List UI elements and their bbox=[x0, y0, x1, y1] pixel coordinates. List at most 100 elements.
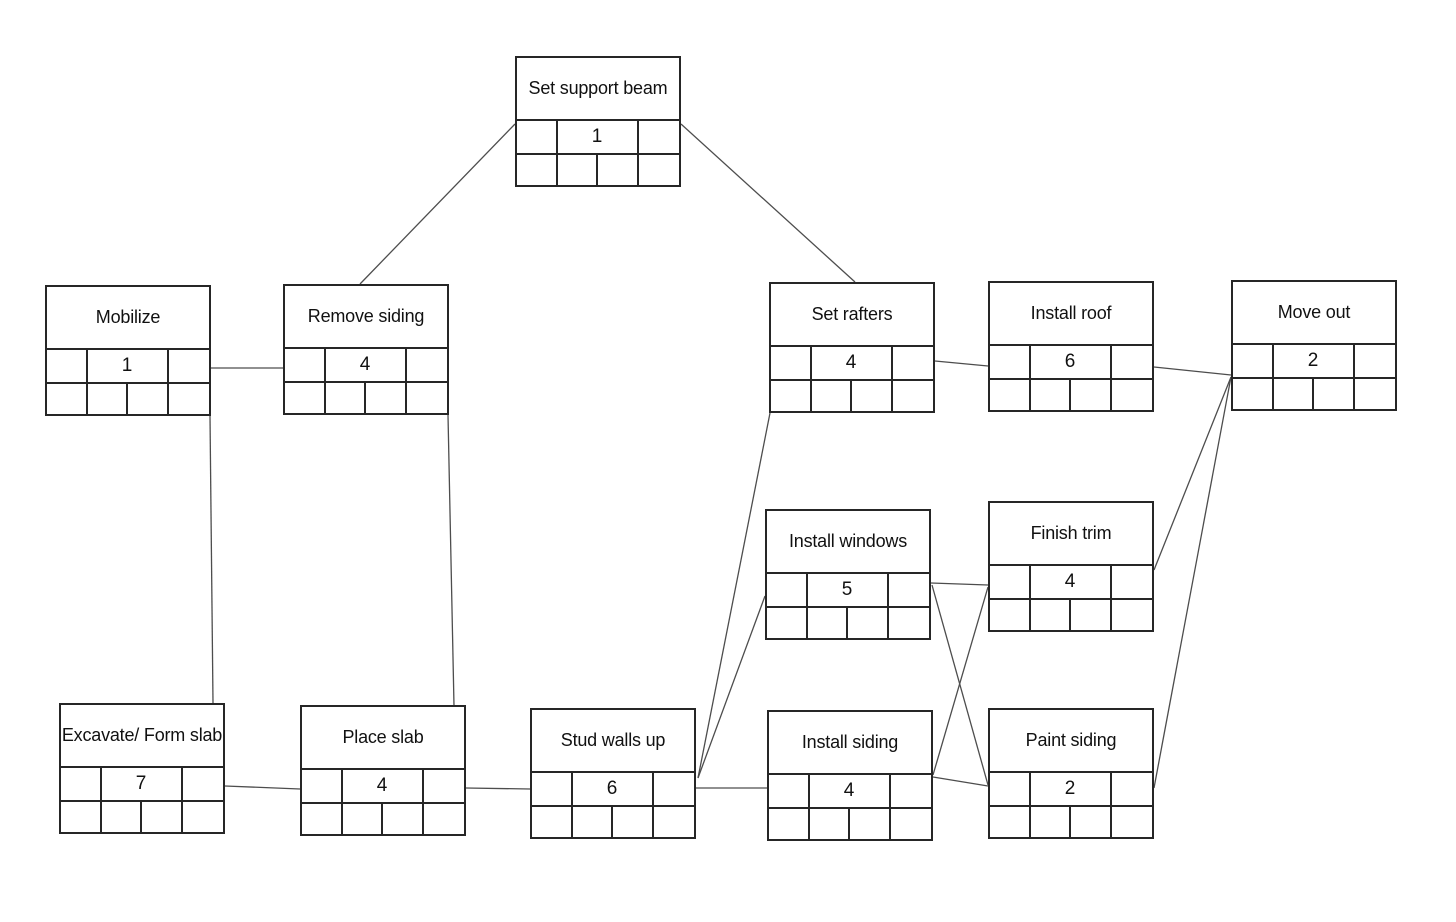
node-cell bbox=[407, 383, 448, 413]
node-paint-siding: Paint siding 2 bbox=[988, 708, 1154, 839]
node-cell bbox=[893, 381, 934, 411]
node-duration: 1 bbox=[88, 350, 169, 382]
node-stud-walls-up: Stud walls up 6 bbox=[530, 708, 696, 839]
edge-stud-walls-up-set-rafters bbox=[697, 412, 771, 779]
node-cell bbox=[889, 608, 930, 638]
node-middle-row: 4 bbox=[990, 564, 1152, 598]
node-duration: 6 bbox=[1031, 346, 1112, 378]
node-bottom-row bbox=[285, 381, 447, 413]
node-cell bbox=[810, 809, 850, 839]
node-cell bbox=[61, 768, 102, 800]
edge-place-slab-stud-walls-up bbox=[465, 787, 531, 790]
node-cell bbox=[1071, 807, 1112, 837]
node-cell bbox=[990, 600, 1031, 630]
node-install-windows: Install windows 5 bbox=[765, 509, 931, 640]
node-excavate-form-slab: Excavate/ Form slab 7 bbox=[59, 703, 225, 834]
node-cell bbox=[142, 802, 183, 832]
node-cell bbox=[891, 775, 932, 807]
node-bottom-row bbox=[61, 800, 223, 832]
node-move-out: Move out 2 bbox=[1231, 280, 1397, 411]
node-duration: 5 bbox=[808, 574, 889, 606]
node-cell bbox=[1031, 807, 1071, 837]
node-middle-row: 7 bbox=[61, 766, 223, 800]
node-middle-row: 1 bbox=[47, 348, 209, 382]
node-bottom-row bbox=[1233, 377, 1395, 409]
node-bottom-row bbox=[767, 606, 929, 638]
node-cell bbox=[1071, 380, 1112, 410]
edge-finish-trim-move-out bbox=[1153, 376, 1232, 571]
node-label: Install siding bbox=[801, 732, 899, 752]
node-cell bbox=[169, 384, 210, 414]
node-cell bbox=[891, 809, 932, 839]
node-mobilize: Mobilize 1 bbox=[45, 285, 211, 416]
node-cell bbox=[47, 384, 88, 414]
node-cell bbox=[302, 770, 343, 802]
node-cell bbox=[285, 383, 326, 413]
node-label: Place slab bbox=[342, 727, 424, 747]
node-middle-row: 5 bbox=[767, 572, 929, 606]
node-cell bbox=[1112, 773, 1153, 805]
node-cell bbox=[1112, 380, 1153, 410]
edge-set-rafters-install-roof bbox=[934, 360, 989, 367]
node-cell bbox=[61, 802, 102, 832]
node-duration: 2 bbox=[1031, 773, 1112, 805]
node-set-support-beam: Set support beam 1 bbox=[515, 56, 681, 187]
node-cell bbox=[889, 574, 930, 606]
node-cell bbox=[517, 155, 558, 185]
node-label: Install windows bbox=[788, 531, 908, 551]
edge-set-support-beam-set-rafters bbox=[680, 123, 856, 283]
node-label: Stud walls up bbox=[560, 730, 666, 750]
node-duration: 6 bbox=[573, 773, 654, 805]
node-cell bbox=[850, 809, 891, 839]
node-cell bbox=[1112, 346, 1153, 378]
node-cell bbox=[383, 804, 424, 834]
node-middle-row: 4 bbox=[771, 345, 933, 379]
node-cell bbox=[654, 807, 695, 837]
node-bottom-row bbox=[517, 153, 679, 185]
node-cell bbox=[990, 566, 1031, 598]
node-cell bbox=[769, 775, 810, 807]
node-install-roof: Install roof 6 bbox=[988, 281, 1154, 412]
node-cell bbox=[598, 155, 639, 185]
node-bottom-row bbox=[771, 379, 933, 411]
node-cell bbox=[169, 350, 210, 382]
node-bottom-row bbox=[990, 378, 1152, 410]
node-cell bbox=[767, 608, 808, 638]
node-cell bbox=[407, 349, 448, 381]
node-label: Excavate/ Form slab bbox=[61, 725, 223, 745]
node-bottom-row bbox=[990, 598, 1152, 630]
node-cell bbox=[302, 804, 343, 834]
node-duration: 4 bbox=[343, 770, 424, 802]
edge-mobilize-excavate-form-slab bbox=[209, 415, 214, 704]
node-cell bbox=[1233, 345, 1274, 377]
node-remove-siding: Remove siding 4 bbox=[283, 284, 449, 415]
node-cell bbox=[1274, 379, 1314, 409]
node-cell bbox=[128, 384, 169, 414]
node-cell bbox=[990, 807, 1031, 837]
node-install-siding: Install siding 4 bbox=[767, 710, 933, 841]
node-cell bbox=[990, 773, 1031, 805]
node-cell bbox=[1112, 566, 1153, 598]
node-cell bbox=[812, 381, 852, 411]
node-cell bbox=[285, 349, 326, 381]
node-cell bbox=[326, 383, 366, 413]
node-duration: 2 bbox=[1274, 345, 1355, 377]
node-cell bbox=[532, 807, 573, 837]
node-duration: 4 bbox=[326, 349, 407, 381]
node-cell bbox=[639, 121, 680, 153]
node-middle-row: 4 bbox=[302, 768, 464, 802]
node-cell bbox=[639, 155, 680, 185]
edge-stud-walls-up-install-windows bbox=[697, 595, 766, 779]
node-cell bbox=[654, 773, 695, 805]
node-duration: 4 bbox=[810, 775, 891, 807]
node-label: Set rafters bbox=[811, 304, 893, 324]
node-cell bbox=[1355, 345, 1396, 377]
node-cell bbox=[771, 347, 812, 379]
node-label: Mobilize bbox=[95, 307, 161, 327]
node-cell bbox=[1355, 379, 1396, 409]
node-cell bbox=[990, 346, 1031, 378]
node-cell bbox=[343, 804, 383, 834]
node-cell bbox=[102, 802, 142, 832]
node-cell bbox=[808, 608, 848, 638]
